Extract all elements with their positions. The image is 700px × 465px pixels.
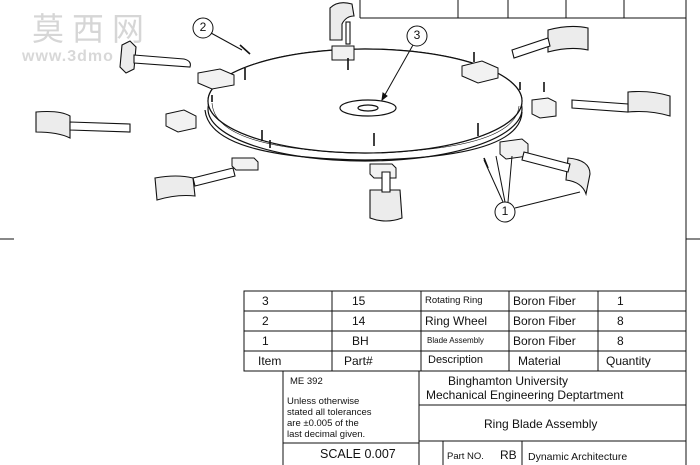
part-no-value: RB [500, 448, 517, 462]
rotating-ring [204, 48, 523, 162]
bom-material: Boron Fiber [513, 334, 576, 348]
tolerance-line: stated all tolerances [287, 407, 372, 418]
bom-item: 1 [262, 334, 269, 348]
bom-material: Boron Fiber [513, 314, 576, 328]
balloon-1-shape [483, 155, 581, 223]
blade-assemblies [35, 2, 671, 222]
balloon-2-shape [192, 17, 243, 51]
balloon-1-label: 1 [501, 204, 509, 218]
bom-quantity: 8 [617, 314, 624, 328]
bom-material: Boron Fiber [513, 294, 576, 308]
bom-item: 2 [262, 314, 269, 328]
bom-item: 3 [262, 294, 269, 308]
bom-description: Ring Wheel [425, 314, 488, 328]
bom-part: 14 [352, 314, 366, 328]
mounting-blocks [165, 45, 557, 179]
balloon-3-shape [381, 25, 428, 102]
bom-header-part: Part# [344, 354, 373, 368]
project-name: Dynamic Architecture [528, 451, 628, 463]
bom-header-description: Description [428, 354, 484, 366]
pins [211, 44, 545, 169]
university-name: Binghamton University [448, 374, 569, 388]
tolerance-line: last decimal given. [287, 429, 366, 440]
department-name: Mechanical Engineering Deptartment [426, 388, 624, 402]
tolerance-line: Unless otherwise [287, 396, 360, 407]
balloon-3-label: 3 [413, 28, 421, 42]
watermark-logo: 莫西网 [32, 10, 153, 48]
course-code: ME 392 [290, 376, 323, 387]
tolerance-note: Unless otherwise stated all tolerances a… [287, 396, 372, 440]
tolerance-line: are ±0.005 of the [287, 418, 359, 429]
bom-description: Rotating Ring [425, 295, 483, 306]
bom-quantity: 1 [617, 294, 624, 308]
bom-part: BH [352, 334, 369, 348]
bom-header-item: Item [258, 354, 282, 368]
bom-quantity: 8 [617, 334, 624, 348]
bom-header-material: Material [518, 354, 561, 368]
scale-label: SCALE 0.007 [320, 447, 396, 461]
drawing-title: Ring Blade Assembly [484, 417, 598, 431]
bom-header-quantity: Quantity [606, 354, 651, 368]
balloon-2-label: 2 [199, 20, 207, 34]
part-no-label: Part NO. [447, 451, 484, 462]
watermark-url: www.3dmo [22, 48, 114, 65]
bom-part: 15 [352, 294, 366, 308]
bom-description: Blade Assembly [427, 336, 484, 345]
